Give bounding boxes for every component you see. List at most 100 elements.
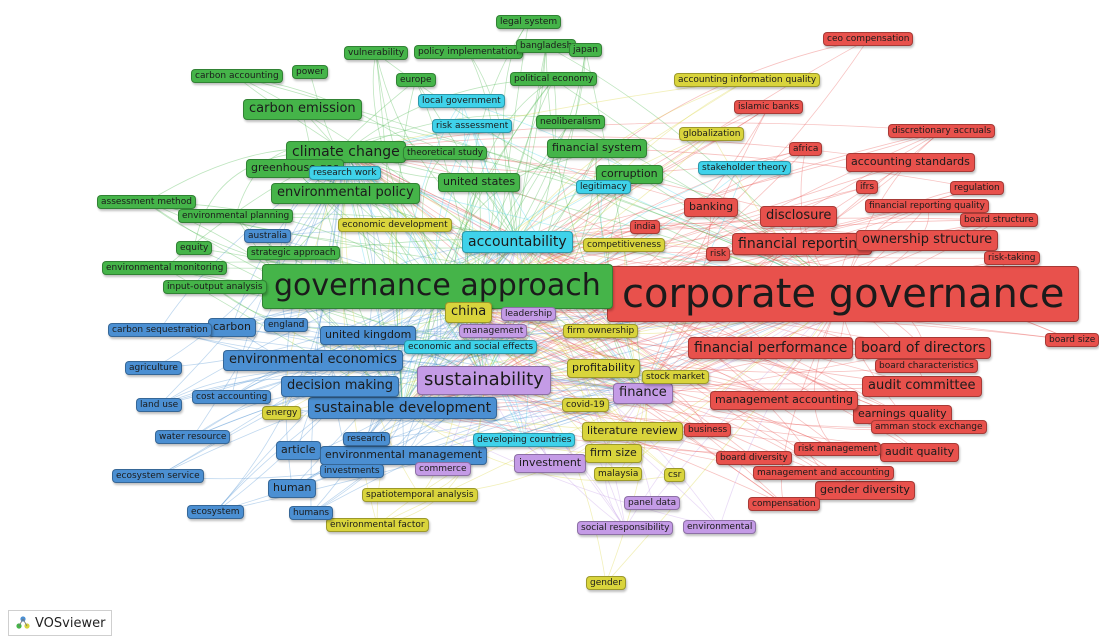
keyword-environmental-management[interactable]: environmental management	[320, 446, 488, 465]
keyword-gender-diversity[interactable]: gender diversity	[815, 481, 915, 500]
keyword-environmental-policy[interactable]: environmental policy	[271, 183, 420, 204]
keyword-united-kingdom[interactable]: united kingdom	[320, 326, 417, 345]
keyword-england[interactable]: england	[264, 318, 309, 333]
keyword-energy[interactable]: energy	[262, 406, 302, 421]
keyword-power[interactable]: power	[292, 65, 328, 80]
keyword-management-accounting[interactable]: management accounting	[710, 391, 859, 410]
keyword-board-structure[interactable]: board structure	[960, 213, 1038, 228]
keyword-political-economy[interactable]: political economy	[510, 72, 598, 87]
keyword-panel-data[interactable]: panel data	[624, 496, 681, 511]
keyword-malaysia[interactable]: malaysia	[594, 467, 643, 482]
keyword-water-resource[interactable]: water resource	[155, 430, 231, 445]
keyword-globalization[interactable]: globalization	[679, 127, 745, 142]
keyword-ifrs[interactable]: ifrs	[856, 180, 879, 195]
keyword-risk-assessment[interactable]: risk assessment	[432, 119, 513, 134]
keyword-risk-taking[interactable]: risk-taking	[984, 251, 1040, 266]
keyword-corporate-governance[interactable]: corporate governance	[607, 266, 1080, 322]
keyword-compensation[interactable]: compensation	[748, 497, 820, 512]
keyword-competitiveness[interactable]: competitiveness	[583, 238, 666, 253]
keyword-united-states[interactable]: united states	[438, 173, 521, 192]
keyword-vulnerability[interactable]: vulnerability	[344, 46, 409, 61]
keyword-article[interactable]: article	[276, 441, 321, 460]
keyword-management-and-accounting[interactable]: management and accounting	[753, 466, 894, 481]
keyword-amman-stock-exchange[interactable]: amman stock exchange	[871, 420, 987, 435]
keyword-csr[interactable]: csr	[664, 468, 686, 483]
keyword-financial-system[interactable]: financial system	[547, 139, 647, 158]
keyword-banking[interactable]: banking	[684, 198, 739, 217]
keyword-firm-size[interactable]: firm size	[585, 444, 642, 463]
keyword-management[interactable]: management	[459, 324, 528, 339]
keyword-literature-review[interactable]: literature review	[582, 422, 683, 441]
keyword-human[interactable]: human	[268, 479, 317, 498]
keyword-sustainable-development[interactable]: sustainable development	[308, 397, 498, 420]
keyword-ecosystem[interactable]: ecosystem	[187, 505, 244, 520]
keyword-europe[interactable]: europe	[396, 73, 436, 88]
keyword-discretionary-accruals[interactable]: discretionary accruals	[888, 124, 996, 139]
keyword-leadership[interactable]: leadership	[501, 307, 557, 322]
keyword-input-output-analysis[interactable]: input-output analysis	[163, 280, 267, 295]
keyword-legitimacy[interactable]: legitimacy	[576, 180, 631, 195]
keyword-land-use[interactable]: land use	[136, 398, 183, 413]
keyword-africa[interactable]: africa	[789, 142, 823, 157]
keyword-economic-development[interactable]: economic development	[338, 218, 452, 233]
keyword-carbon-accounting[interactable]: carbon accounting	[191, 69, 283, 84]
keyword-cost-accounting[interactable]: cost accounting	[192, 390, 272, 405]
keyword-disclosure[interactable]: disclosure	[760, 206, 838, 227]
keyword-board-characteristics[interactable]: board characteristics	[875, 359, 978, 374]
keyword-accounting-information-quality[interactable]: accounting information quality	[674, 73, 821, 88]
keyword-ecosystem-service[interactable]: ecosystem service	[112, 469, 204, 484]
keyword-risk[interactable]: risk	[706, 247, 731, 262]
keyword-equity[interactable]: equity	[176, 241, 213, 256]
keyword-financial-reporting-quality[interactable]: financial reporting quality	[865, 199, 989, 214]
keyword-board-of-directors[interactable]: board of directors	[855, 337, 992, 360]
keyword-investments[interactable]: investments	[320, 464, 384, 479]
keyword-islamic-banks[interactable]: islamic banks	[734, 100, 804, 115]
keyword-spatiotemporal-analysis[interactable]: spatiotemporal analysis	[362, 488, 478, 503]
keyword-research-work[interactable]: research work	[309, 166, 381, 181]
keyword-social-responsibility[interactable]: social responsibility	[577, 521, 674, 536]
keyword-policy-implementation[interactable]: policy implementation	[414, 45, 523, 60]
keyword-carbon[interactable]: carbon	[208, 318, 256, 337]
keyword-stock-market[interactable]: stock market	[642, 370, 709, 385]
keyword-environmental-factor[interactable]: environmental factor	[326, 518, 429, 533]
keyword-ownership-structure[interactable]: ownership structure	[856, 230, 999, 251]
keyword-carbon-emission[interactable]: carbon emission	[243, 99, 362, 120]
keyword-india[interactable]: india	[630, 220, 660, 235]
keyword-finance[interactable]: finance	[613, 383, 673, 404]
keyword-environmental-economics[interactable]: environmental economics	[223, 350, 403, 371]
keyword-accountability[interactable]: accountability	[462, 231, 573, 254]
keyword-regulation[interactable]: regulation	[950, 181, 1004, 196]
keyword-environmental[interactable]: environmental	[683, 520, 757, 535]
keyword-environmental-planning[interactable]: environmental planning	[178, 209, 294, 224]
keyword-economic-and-social-effects[interactable]: economic and social effects	[404, 340, 538, 355]
keyword-sustainability[interactable]: sustainability	[417, 366, 551, 395]
keyword-agriculture[interactable]: agriculture	[125, 361, 182, 376]
keyword-theoretical-study[interactable]: theoretical study	[403, 146, 488, 161]
keyword-legal-system[interactable]: legal system	[496, 15, 562, 30]
keyword-financial-reporting[interactable]: financial reporting	[732, 233, 873, 256]
keyword-governance-approach[interactable]: governance approach	[262, 264, 613, 309]
keyword-audit-committee[interactable]: audit committee	[862, 376, 982, 397]
keyword-risk-management[interactable]: risk management	[794, 442, 882, 457]
keyword-business[interactable]: business	[684, 423, 732, 438]
keyword-profitability[interactable]: profitability	[567, 359, 640, 378]
keyword-local-government[interactable]: local government	[418, 94, 505, 109]
keyword-bangladesh[interactable]: bangladesh	[516, 39, 577, 54]
keyword-china[interactable]: china	[445, 302, 493, 323]
keyword-financial-performance[interactable]: financial performance	[688, 337, 854, 360]
keyword-japan[interactable]: japan	[569, 43, 602, 58]
keyword-research[interactable]: research	[343, 432, 390, 447]
keyword-environmental-monitoring[interactable]: environmental monitoring	[102, 261, 228, 276]
keyword-firm-ownership[interactable]: firm ownership	[563, 324, 639, 339]
keyword-investment[interactable]: investment	[514, 454, 587, 473]
keyword-commerce[interactable]: commerce	[415, 462, 471, 477]
keyword-decision-making[interactable]: decision making	[281, 376, 399, 397]
keyword-audit-quality[interactable]: audit quality	[880, 443, 960, 462]
keyword-covid-19[interactable]: covid-19	[562, 398, 609, 413]
keyword-neoliberalism[interactable]: neoliberalism	[536, 115, 605, 130]
keyword-humans[interactable]: humans	[289, 506, 334, 521]
keyword-gender[interactable]: gender	[586, 576, 626, 591]
keyword-board-diversity[interactable]: board diversity	[716, 451, 792, 466]
keyword-climate-change[interactable]: climate change	[286, 141, 406, 164]
